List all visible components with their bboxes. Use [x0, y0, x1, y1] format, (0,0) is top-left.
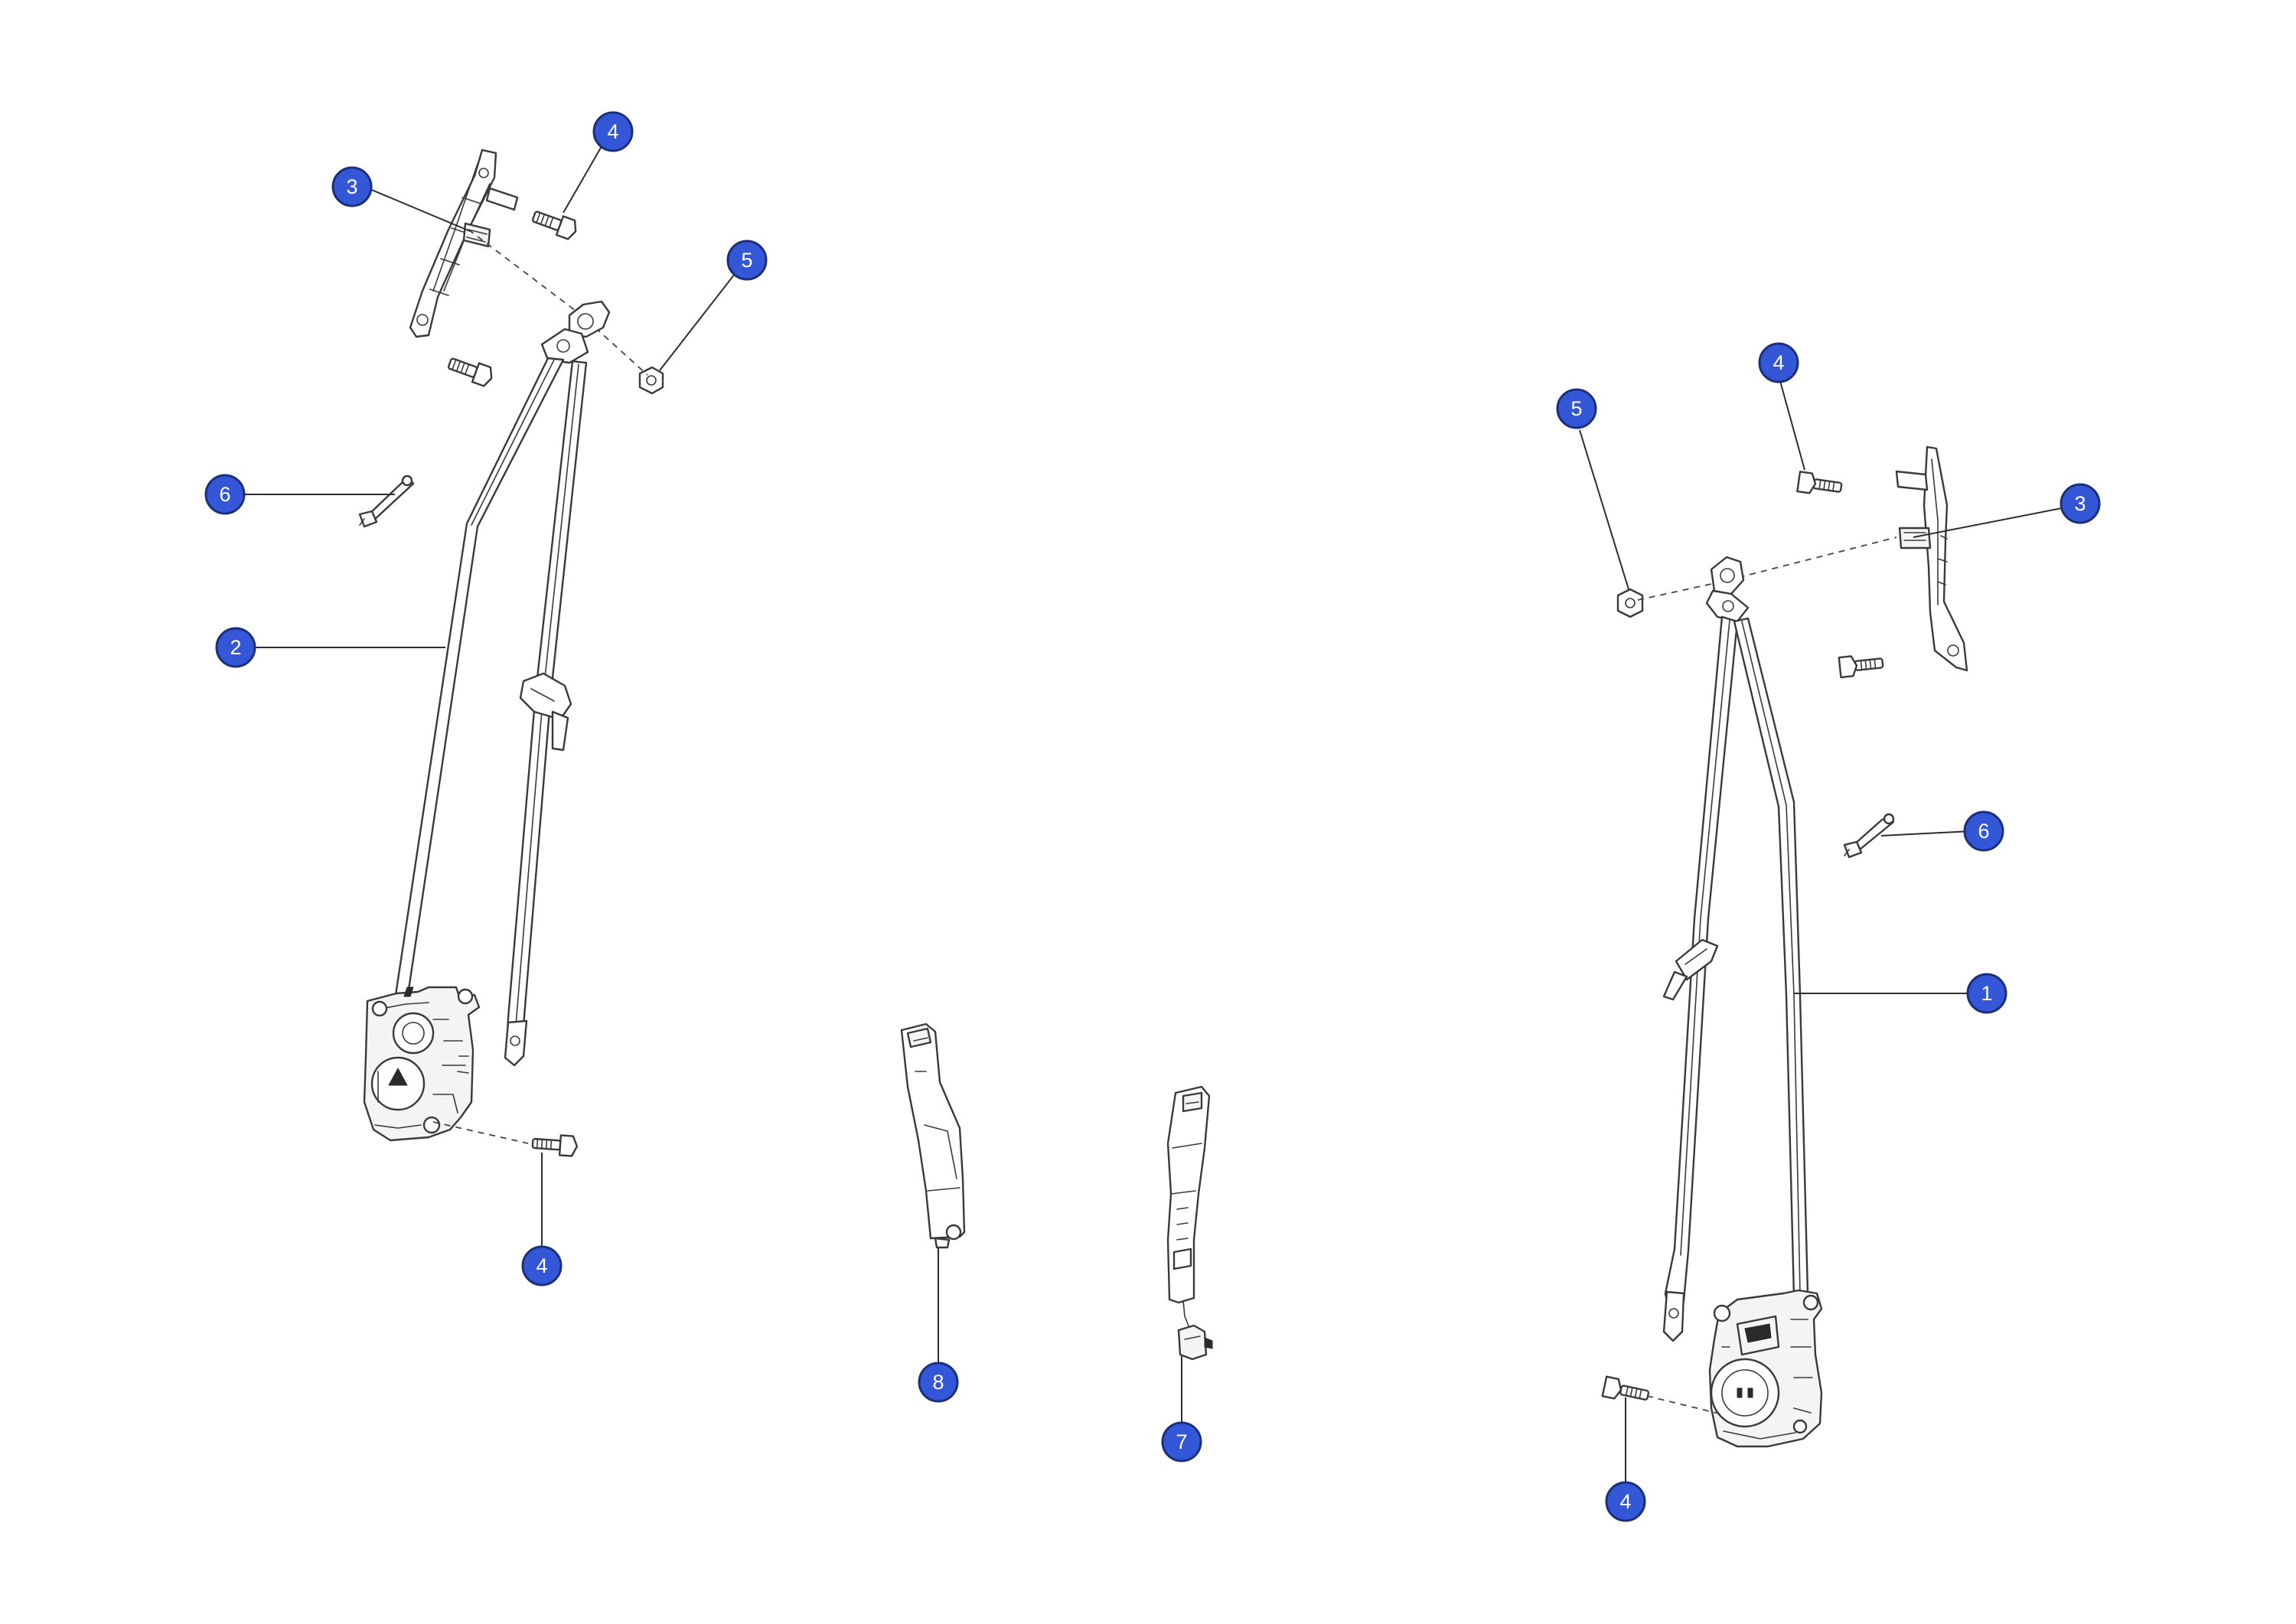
- callout-left-4-bottom[interactable]: 4: [521, 1245, 563, 1286]
- svg-text:6: 6: [1978, 820, 1989, 843]
- buckle-7: [1166, 1085, 1213, 1361]
- callout-right-4-top[interactable]: 4: [1758, 342, 1799, 383]
- leader-right-4-top: [1779, 380, 1805, 471]
- left-bottom-bolt: [531, 1134, 579, 1157]
- callout-left-4-top[interactable]: 4: [592, 111, 634, 152]
- leader-left-5: [659, 259, 746, 371]
- callout-center-8[interactable]: 8: [918, 1361, 959, 1403]
- right-top-dash: [1637, 536, 1897, 601]
- callouts: 3 4 5 6 2 4 8 7: [204, 111, 2101, 1522]
- right-top-bolt: [1796, 471, 1843, 494]
- left-belt-tongue: [519, 672, 572, 752]
- leader-right-5: [1579, 429, 1629, 590]
- left-upper-anchor: [540, 300, 611, 364]
- svg-text:1: 1: [1981, 982, 1992, 1005]
- left-height-adjuster: [409, 148, 519, 338]
- left-mid-bolt: [447, 357, 493, 387]
- right-lower-belt-end: [1662, 1290, 1685, 1342]
- callout-right-3[interactable]: 3: [2060, 483, 2101, 524]
- right-clip: [1843, 813, 1895, 859]
- callout-center-7[interactable]: 7: [1161, 1421, 1202, 1463]
- svg-text:3: 3: [2074, 492, 2086, 515]
- leader-right-3: [1913, 507, 2063, 538]
- svg-text:4: 4: [1773, 351, 1784, 374]
- leader-left-3: [364, 186, 471, 232]
- right-mid-bolt: [1838, 655, 1884, 679]
- right-retractor: [1708, 1289, 1823, 1448]
- right-bottom-bolt: [1601, 1375, 1650, 1401]
- right-nut: [1616, 588, 1644, 618]
- right-height-adjuster: [1895, 445, 1968, 672]
- left-lower-belt-end: [504, 1019, 528, 1067]
- svg-text:6: 6: [219, 483, 230, 506]
- callout-left-5[interactable]: 5: [726, 240, 768, 281]
- leader-right-6: [1880, 830, 1972, 836]
- svg-text:5: 5: [1570, 397, 1582, 420]
- right-bottom-dash: [1646, 1395, 1723, 1415]
- left-nut: [638, 366, 664, 395]
- buckle-8: [900, 1022, 966, 1249]
- callout-right-4-bottom[interactable]: 4: [1605, 1481, 1646, 1522]
- right-upper-anchor: [1705, 556, 1750, 623]
- right-belt-tongue: [1662, 938, 1719, 1001]
- left-retractor: [363, 986, 481, 1142]
- svg-text:5: 5: [741, 249, 752, 272]
- svg-text:3: 3: [346, 175, 357, 198]
- left-clip: [358, 474, 415, 528]
- svg-text:4: 4: [607, 120, 618, 143]
- left-top-bolt: [531, 210, 577, 240]
- right-belt-assembly: [1601, 445, 1968, 1448]
- svg-text:4: 4: [536, 1254, 547, 1277]
- left-bottom-dash: [432, 1121, 529, 1144]
- callout-left-3[interactable]: 3: [331, 166, 373, 207]
- svg-text:2: 2: [230, 636, 241, 659]
- callout-right-1[interactable]: 1: [1966, 973, 2007, 1014]
- callout-right-5[interactable]: 5: [1556, 388, 1597, 429]
- svg-text:8: 8: [932, 1371, 944, 1394]
- svg-text:7: 7: [1176, 1430, 1187, 1453]
- svg-text:4: 4: [1619, 1490, 1631, 1513]
- left-belt-assembly: [358, 148, 664, 1157]
- callout-left-2[interactable]: 2: [215, 627, 256, 668]
- callout-left-6[interactable]: 6: [204, 474, 246, 515]
- callout-right-6[interactable]: 6: [1963, 810, 2004, 852]
- leader-lines: [243, 132, 2063, 1489]
